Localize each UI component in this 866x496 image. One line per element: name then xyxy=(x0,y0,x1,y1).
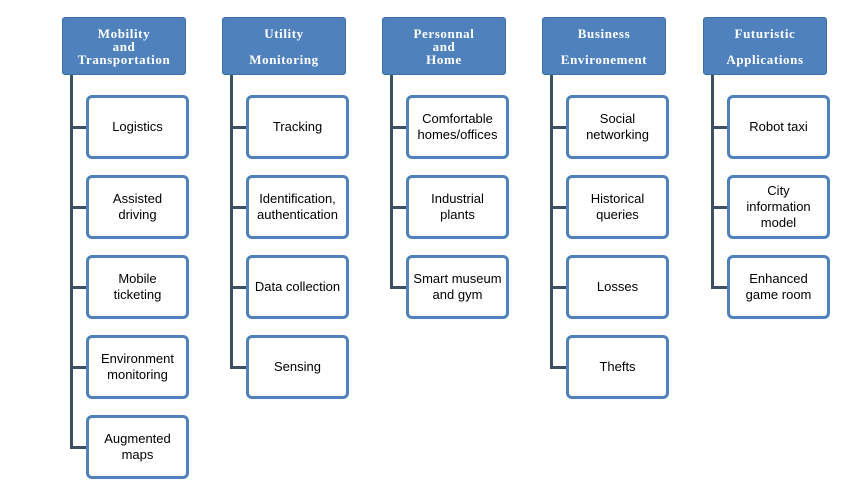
connector-branch xyxy=(390,286,406,289)
connector-branch xyxy=(390,126,406,129)
connector-branch xyxy=(70,286,86,289)
item-sensing: Sensing xyxy=(246,335,349,399)
connector-trunk xyxy=(550,75,553,369)
item-assisted-driving: Assisted driving xyxy=(86,175,189,239)
item-data-collection: Data collection xyxy=(246,255,349,319)
connector-branch xyxy=(70,126,86,129)
connector-trunk xyxy=(230,75,233,369)
item-social-networking: Social networking xyxy=(566,95,669,159)
category-header-utility-monitoring: Utility Monitoring xyxy=(222,17,346,75)
item-mobile-ticketing: Mobile ticketing xyxy=(86,255,189,319)
category-header-business-environement: Business Environement xyxy=(542,17,666,75)
connector-branch xyxy=(550,206,566,209)
connector-branch xyxy=(550,366,566,369)
connector-branch xyxy=(711,286,727,289)
connector-branch xyxy=(711,126,727,129)
item-comfortable-homes-offices: Comfortable homes/offices xyxy=(406,95,509,159)
item-losses: Losses xyxy=(566,255,669,319)
item-identification-authentication: Identification, authentication xyxy=(246,175,349,239)
connector-trunk xyxy=(390,75,393,289)
category-header-mobility-and-transportation: Mobility and Transportation xyxy=(62,17,186,75)
connector-branch xyxy=(230,126,246,129)
item-augmented-maps: Augmented maps xyxy=(86,415,189,479)
connector-branch xyxy=(230,366,246,369)
connector-branch xyxy=(70,446,86,449)
connector-branch xyxy=(550,286,566,289)
item-city-information-model: City information model xyxy=(727,175,830,239)
connector-branch xyxy=(390,206,406,209)
item-enhanced-game-room: Enhanced game room xyxy=(727,255,830,319)
category-header-futuristic-applications: Futuristic Applications xyxy=(703,17,827,75)
connector-trunk xyxy=(70,75,73,449)
item-logistics: Logistics xyxy=(86,95,189,159)
connector-branch xyxy=(550,126,566,129)
connector-branch xyxy=(230,206,246,209)
item-thefts: Thefts xyxy=(566,335,669,399)
item-robot-taxi: Robot taxi xyxy=(727,95,830,159)
item-smart-museum-and-gym: Smart museum and gym xyxy=(406,255,509,319)
item-historical-queries: Historical queries xyxy=(566,175,669,239)
connector-branch xyxy=(230,286,246,289)
item-industrial-plants: Industrial plants xyxy=(406,175,509,239)
connector-branch xyxy=(711,206,727,209)
item-tracking: Tracking xyxy=(246,95,349,159)
connector-branch xyxy=(70,206,86,209)
item-environment-monitoring: Environment monitoring xyxy=(86,335,189,399)
category-header-personnal-and-home: Personnal and Home xyxy=(382,17,506,75)
connector-trunk xyxy=(711,75,714,289)
connector-branch xyxy=(70,366,86,369)
